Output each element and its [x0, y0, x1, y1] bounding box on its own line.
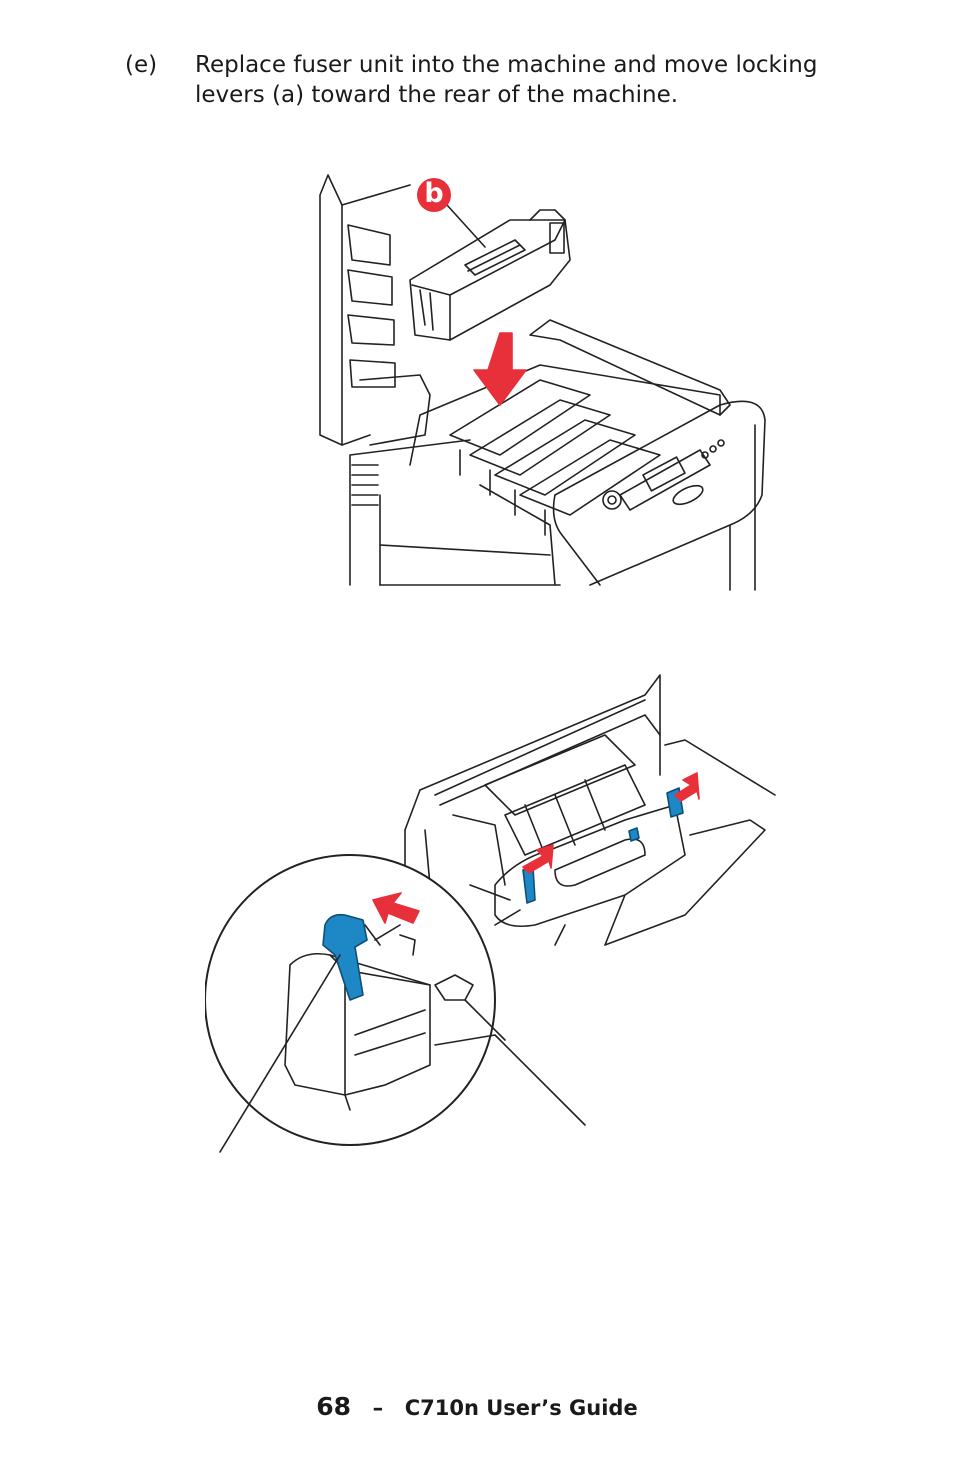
toner-cartridges	[449, 379, 661, 536]
fuser-insertion-illustration	[319, 174, 766, 591]
page-footer: 68 – C710n User’s Guide	[0, 1392, 954, 1421]
callout-b-label: b	[424, 178, 444, 209]
step-text: Replace fuser unit into the machine and …	[195, 52, 818, 108]
fuser-unit	[409, 209, 571, 341]
push-arrow-icon	[522, 772, 700, 874]
top-cover-edge	[319, 174, 343, 446]
lever-leader-line	[219, 954, 341, 1153]
page-number: 68	[316, 1392, 352, 1421]
push-arrow-large-icon	[372, 892, 420, 924]
cartridge-row	[484, 734, 646, 856]
locking-levers-illustration	[205, 674, 776, 1153]
callout-leader	[446, 204, 486, 248]
down-arrow-icon	[473, 332, 527, 406]
callout-b: b	[417, 178, 451, 212]
footer-separator: –	[372, 1396, 384, 1420]
locking-lever-large-icon	[322, 913, 368, 1001]
control-panel	[619, 449, 711, 511]
guide-title: C710n User’s Guide	[404, 1396, 638, 1420]
fuser-unit-installed	[494, 804, 686, 928]
zoomed-lever-detail	[284, 924, 586, 1126]
step-label: (e)	[125, 52, 158, 78]
